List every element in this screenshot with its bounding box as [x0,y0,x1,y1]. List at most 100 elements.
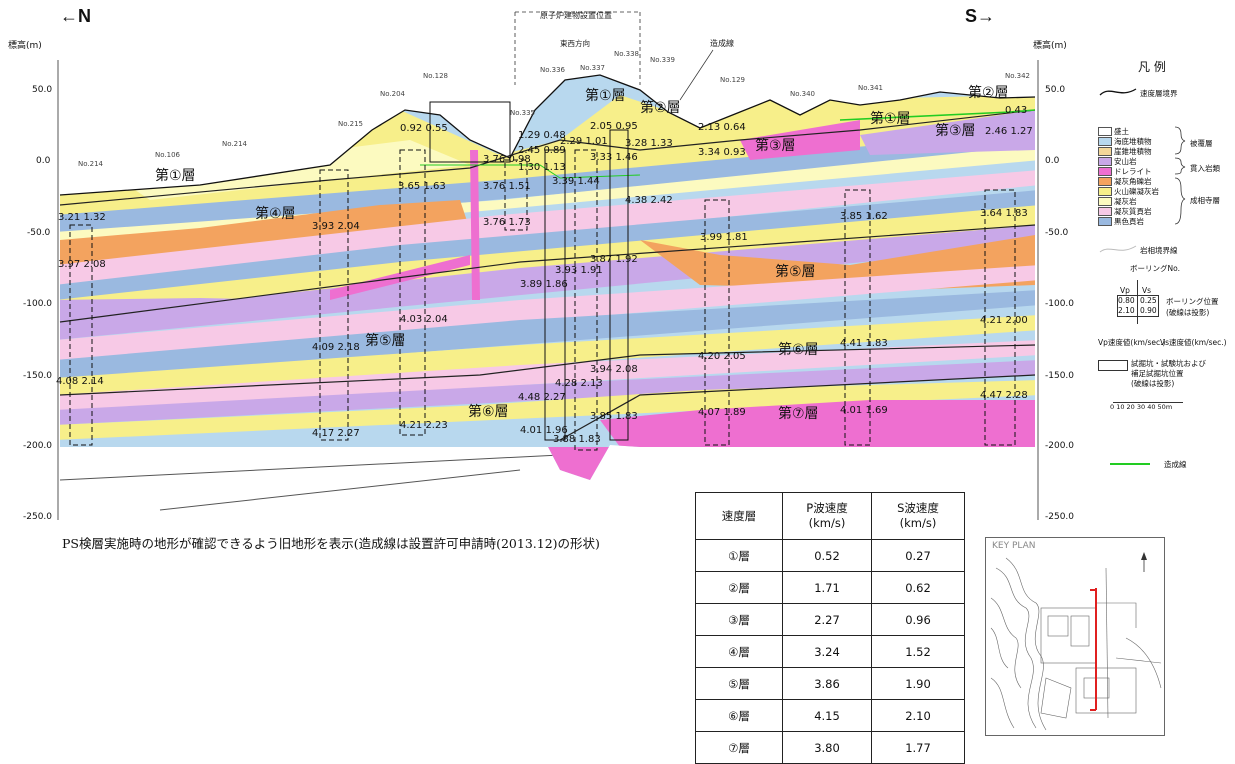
layer-label-5: 第⑤層 [365,332,406,349]
borehole-label: No.340 [790,90,815,98]
legend-swatch [1098,197,1112,206]
cell-layer: ③層 [695,603,783,636]
velocity-value: 4.48 2.27 [518,392,566,403]
borehole-label: No.128 [423,72,448,80]
legend-item-label: 崖錐堆積物 [1114,147,1152,156]
velocity-value: 3.97 2.08 [58,259,106,270]
legend-vp-label: Vp速度値(km/sec.) [1098,338,1166,347]
grading-line-sample [1110,463,1150,465]
table-header-row: 速度層 P波速度(km/s) S波速度(km/s) [695,492,965,540]
elev-tick: -50.0 [27,228,51,238]
key-plan-map: KEY PLAN [985,537,1165,736]
velocity-value: 2.46 1.27 [985,126,1033,137]
layer-label-5: 第⑤層 [775,263,816,280]
cell-layer: ⑦層 [695,731,783,764]
table-header-p-line1: P波速度 [806,501,848,515]
velocity-value: 3.33 1.46 [590,152,638,163]
table-header-s: S波速度(km/s) [871,492,965,540]
cell-s: 1.52 [871,635,965,668]
table-header-p: P波速度(km/s) [782,492,872,540]
borehole-label: No.341 [858,84,883,92]
legend-trench-label-2: 補足試掘坑位置 [1131,369,1184,378]
cell-s: 0.27 [871,539,965,572]
velocity-value: 3.64 1.83 [980,208,1028,219]
velocity-value: 4.01 1.96 [520,425,568,436]
velocity-value: 2.45 0.89 [518,145,566,156]
grading-line-leader [679,49,714,101]
cell-p: 2.27 [782,603,872,636]
cell-layer: ⑤層 [695,667,783,700]
legend-item: 火山礫凝灰岩 [1098,186,1228,196]
legend-group-label: 貫入岩類 [1190,164,1220,173]
legend-swatch [1098,177,1112,186]
trench-sample [1098,360,1128,371]
cell-p: 3.80 [782,731,872,764]
legend-swatch [1098,167,1112,176]
borehole-label: No.339 [650,56,675,64]
legend-item: 盛土 [1098,126,1228,136]
legend-item: 凝灰角礫岩 [1098,176,1228,186]
cell-layer: ④層 [695,635,783,668]
boring-example-vs1: 0.25 [1140,296,1157,305]
table-header-p-line2: (km/s) [808,516,846,530]
reactor-position-label: 原子炉建物設置位置 [540,10,612,20]
velocity-value: 2.05 0.95 [590,121,638,132]
legend-trench-label-3: (破線は投影) [1131,379,1175,388]
velocity-value: 3.76 0.98 [483,154,531,165]
legend-group-braces [1174,126,1186,225]
legend-item: 凝灰岩 [1098,196,1228,206]
legend-item: 海底堆積物 [1098,136,1228,146]
velocity-value: 0.92 0.55 [400,123,448,134]
velocity-value: 4.08 2.14 [56,376,104,387]
boring-example: Vp Vs 0.80 0.25 2.10 0.90 [1113,280,1161,324]
legend-swatch [1098,187,1112,196]
velocity-value: 4.01 1.69 [840,405,888,416]
elevation-axis-title-right: 標高(m) [1033,41,1067,51]
layer-label-3: 第③層 [755,137,796,154]
north-direction-label: ←N [60,6,91,26]
borehole-label: No.129 [720,76,745,84]
velocity-value: 1.29 0.48 [518,130,566,141]
velocity-value: 4.20 2.05 [698,351,746,362]
legend-boring-position-note: (破線は投影) [1166,308,1210,317]
layer-label-3: 第③層 [935,122,976,139]
layer-label-7: 第⑦層 [778,405,819,422]
velocity-value: 3.99 1.81 [700,232,748,243]
velocity-value: 4.21 2.00 [980,315,1028,326]
borehole-label: No.204 [380,90,406,98]
borehole-positions [429,101,629,441]
legend-item-label: 安山岩 [1114,157,1137,166]
geologic-cross-section: 原子炉建物設置位置 東西方向 造成線 No.214 No.106 No.214 … [56,10,1039,520]
elev-tick: -200.0 [23,441,53,451]
key-plan-drawing [990,552,1162,731]
cell-p: 0.52 [782,539,872,572]
legend-item-label: 海底堆積物 [1114,137,1152,146]
legend-item-label: 凝灰質頁岩 [1114,207,1152,216]
velocity-value: 3.76 1.73 [483,217,531,228]
legend-group-label: 被覆層 [1190,139,1213,148]
grading-line [839,109,1036,121]
velocity-value: 4.47 2.28 [980,390,1028,401]
velocity-boundary [59,344,1036,396]
legend-item: 凝灰質頁岩 [1098,206,1228,216]
velocity-value: 3.28 1.33 [625,138,673,149]
legend-item-label: 盛土 [1114,127,1129,136]
elev-tick: -250.0 [1045,512,1075,522]
velocity-value: 2.29 1.01 [560,136,608,147]
legend-item: 崖錐堆積物 [1098,146,1228,156]
cell-layer: ①層 [695,539,783,572]
elevation-axis-title-left: 標高(m) [8,41,42,51]
velocity-value: 3.88 1.83 [553,434,601,445]
velocity-value: 2.13 0.64 [698,122,746,133]
borehole-projections [69,149,1016,451]
boring-example-vp1: 0.80 [1118,296,1135,305]
borehole-label: No.337 [580,64,605,72]
layer-label-2: 第②層 [640,99,681,116]
cell-s: 1.90 [871,667,965,700]
grading-line-label: 造成線 [710,38,734,48]
